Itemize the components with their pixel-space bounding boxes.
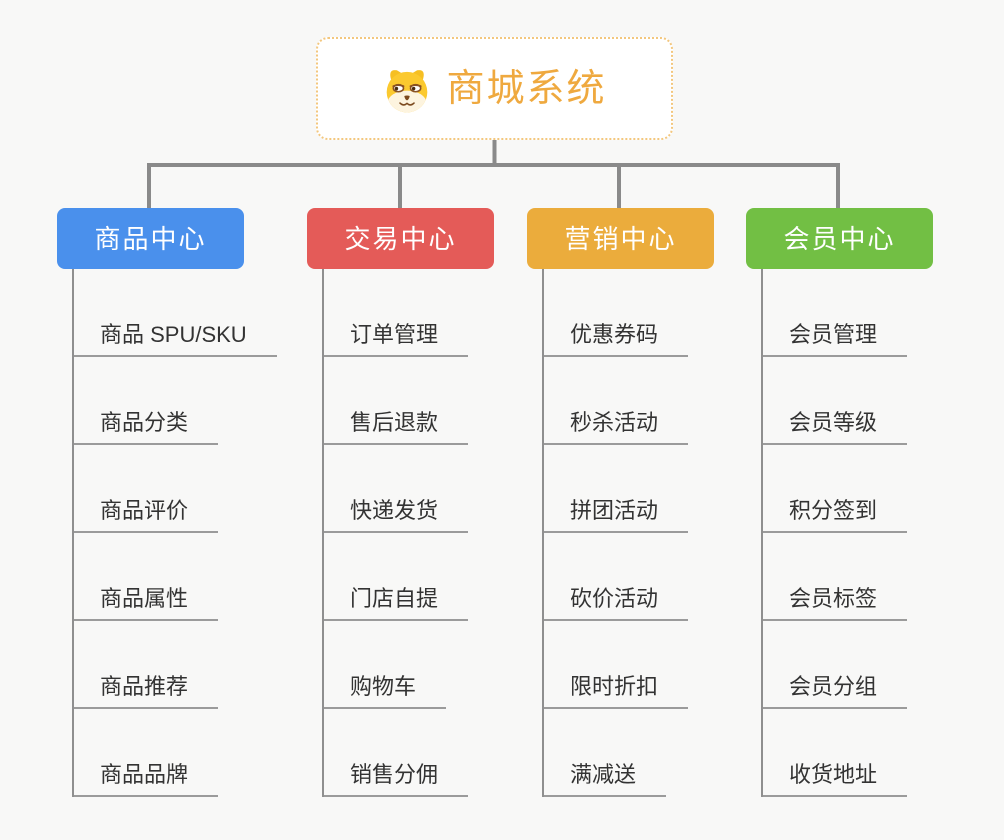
child-topic[interactable]: 商品 SPU/SKU <box>74 269 277 357</box>
child-topic[interactable]: 收货地址 <box>763 709 908 797</box>
child-topic[interactable]: 商品分类 <box>74 357 219 445</box>
child-topic[interactable]: 拼团活动 <box>544 445 689 533</box>
child-topic[interactable]: 会员管理 <box>763 269 908 357</box>
child-topic[interactable]: 秒杀活动 <box>544 357 689 445</box>
child-topic[interactable]: 售后退款 <box>324 357 469 445</box>
child-topic[interactable]: 门店自提 <box>324 533 469 621</box>
child-topic[interactable]: 积分签到 <box>763 445 908 533</box>
child-topic[interactable]: 订单管理 <box>324 269 469 357</box>
product-center-children: 商品 SPU/SKU 商品分类 商品评价 商品属性 商品推荐 商品品牌 <box>72 269 277 797</box>
branch-label: 商品中心 <box>94 223 207 254</box>
child-topic[interactable]: 商品属性 <box>74 533 219 621</box>
marketing-center-children: 优惠券码 秒杀活动 拼团活动 砍价活动 限时折扣 满减送 <box>542 269 689 797</box>
child-topic[interactable]: 限时折扣 <box>544 621 689 709</box>
child-topic[interactable]: 会员分组 <box>763 621 908 709</box>
child-topic[interactable]: 会员等级 <box>763 357 908 445</box>
branch-trade-center[interactable]: 交易中心 <box>307 208 494 269</box>
child-topic[interactable]: 会员标签 <box>763 533 908 621</box>
branch-label: 会员中心 <box>783 223 896 254</box>
root-node[interactable]: 商城系统 <box>316 37 673 140</box>
branch-product-center[interactable]: 商品中心 <box>57 208 244 269</box>
child-topic[interactable]: 商品品牌 <box>74 709 219 797</box>
child-topic[interactable]: 销售分佣 <box>324 709 469 797</box>
branch-member-center[interactable]: 会员中心 <box>746 208 933 269</box>
dog-face-icon <box>387 69 428 112</box>
child-topic[interactable]: 商品评价 <box>74 445 219 533</box>
trade-center-children: 订单管理 售后退款 快递发货 门店自提 购物车 销售分佣 <box>322 269 469 797</box>
child-topic[interactable]: 快递发货 <box>324 445 469 533</box>
root-title: 商城系统 <box>446 67 607 110</box>
branch-marketing-center[interactable]: 营销中心 <box>527 208 714 269</box>
member-center-children: 会员管理 会员等级 积分签到 会员标签 会员分组 收货地址 <box>761 269 908 797</box>
branch-label: 营销中心 <box>564 223 677 254</box>
child-topic[interactable]: 购物车 <box>324 621 447 709</box>
branch-label: 交易中心 <box>344 223 457 254</box>
child-topic[interactable]: 优惠券码 <box>544 269 689 357</box>
child-topic[interactable]: 满减送 <box>544 709 667 797</box>
child-topic[interactable]: 砍价活动 <box>544 533 689 621</box>
child-topic[interactable]: 商品推荐 <box>74 621 219 709</box>
